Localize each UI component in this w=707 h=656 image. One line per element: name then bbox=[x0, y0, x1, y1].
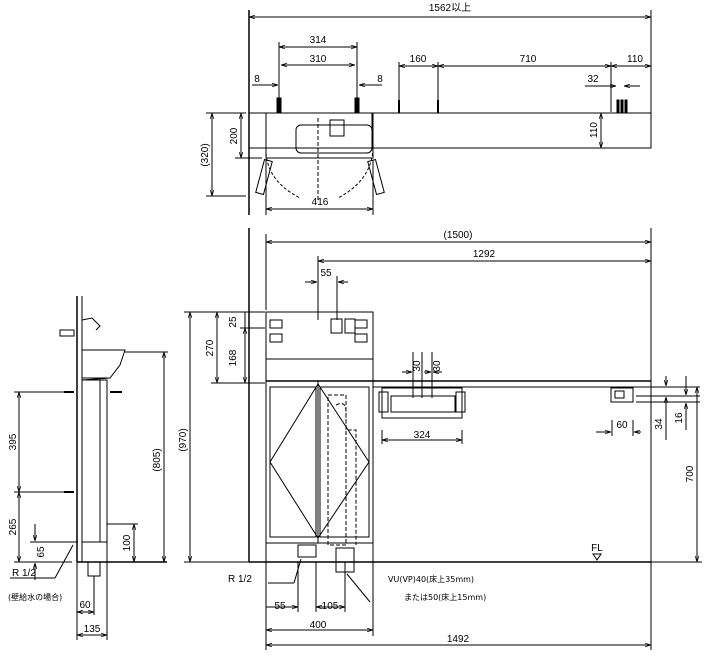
dim-805-label: (805) bbox=[152, 448, 163, 471]
top-view bbox=[206, 10, 652, 215]
dim-55-top-label: 55 bbox=[320, 268, 332, 279]
dim-16-label: 16 bbox=[674, 412, 685, 424]
drain-label-1: VU(VP)40(床上35mm) bbox=[388, 574, 474, 584]
dim-395-label: 395 bbox=[8, 433, 19, 450]
dim-970-label: (970) bbox=[178, 428, 189, 451]
dim-32-label: 32 bbox=[587, 74, 599, 85]
dim-400-label: 400 bbox=[310, 620, 327, 631]
drain-label-2: または50(床上15mm) bbox=[404, 592, 486, 602]
dim-416-label: 416 bbox=[312, 197, 329, 208]
dim-270-label: 270 bbox=[205, 339, 216, 356]
dim-110-top-label: 110 bbox=[627, 54, 643, 65]
dim-8-left-label: 8 bbox=[254, 74, 260, 85]
dim-324-label: 324 bbox=[414, 430, 431, 441]
dim-110-side-label: 110 bbox=[589, 122, 600, 138]
dim-60-side-label: 60 bbox=[79, 600, 91, 611]
dim-8-right-label: 8 bbox=[377, 74, 383, 85]
dim-160-label: 160 bbox=[410, 54, 427, 65]
dim-265-label: 265 bbox=[8, 518, 19, 535]
dim-310-label: 310 bbox=[310, 54, 327, 65]
r12-front-label: R 1/2 bbox=[228, 574, 252, 585]
dim-1500-label: (1500) bbox=[444, 230, 473, 241]
dim-25-label: 25 bbox=[228, 316, 239, 328]
side-view bbox=[10, 296, 168, 640]
wall-supply-note: (壁給水の場合) bbox=[8, 592, 62, 602]
dim-168-label: 168 bbox=[228, 349, 239, 366]
dim-30-b-label: 30 bbox=[432, 360, 443, 372]
dim-710-label: 710 bbox=[520, 54, 537, 65]
dim-700-label: 700 bbox=[685, 465, 696, 482]
dim-34-label: 34 bbox=[654, 418, 665, 430]
dim-320-label: (320) bbox=[200, 143, 211, 166]
dim-314-label: 314 bbox=[310, 35, 327, 46]
dim-1492-label: 1492 bbox=[447, 634, 470, 645]
dim-1292-label: 1292 bbox=[473, 249, 496, 260]
fl-label: FL bbox=[591, 543, 603, 554]
dim-65-label: 65 bbox=[36, 546, 47, 558]
r12-side-label: R 1/2 bbox=[12, 568, 36, 579]
overall-width-label: 1562以上 bbox=[429, 2, 471, 14]
front-view bbox=[184, 228, 702, 650]
dim-30-a-label: 30 bbox=[412, 360, 423, 372]
dim-105-label: 105 bbox=[322, 601, 339, 612]
dim-60-front-label: 60 bbox=[616, 420, 628, 431]
dim-200-label: 200 bbox=[229, 127, 240, 144]
dim-55-bottom-label: 55 bbox=[274, 601, 286, 612]
dim-135-label: 135 bbox=[84, 624, 101, 635]
dim-100-label: 100 bbox=[122, 534, 133, 551]
